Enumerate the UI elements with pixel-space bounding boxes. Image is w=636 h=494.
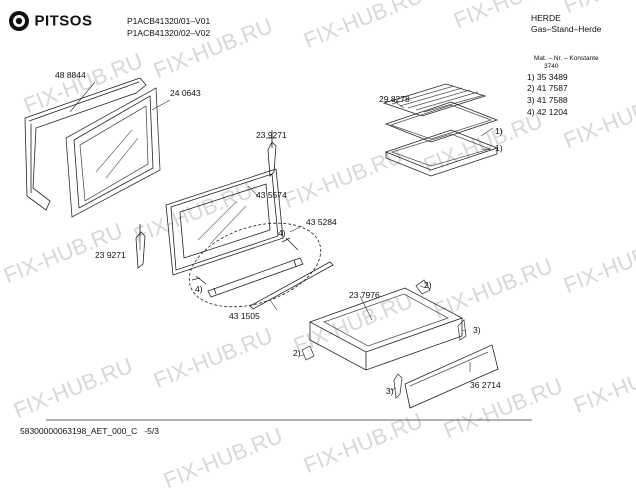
drawer-front-drawing xyxy=(393,344,499,409)
model-line-2: P1ACB41320/02–V02 xyxy=(127,28,211,38)
callout-3-a: 3) xyxy=(473,325,481,335)
callout-4-b: 4) xyxy=(195,284,203,294)
footer-doc-id: 58300000063198_AET_000_C -5/3 xyxy=(20,426,159,436)
model-line-1: P1ACB41320/01–V01 xyxy=(127,16,211,26)
subcategory: Gas–Stand–Herde xyxy=(531,24,602,34)
part-label-239271-left: 23 9271 xyxy=(95,250,126,260)
footer-doc-number: 58300000063198_AET_000_C xyxy=(20,426,138,436)
callout-1-b: 1) xyxy=(495,143,503,153)
part-label-298278: 29 8278 xyxy=(379,94,410,104)
exploded-diagram xyxy=(24,77,532,421)
part-label-239271-top: 23 9271 xyxy=(256,130,287,140)
pitsos-logo-icon xyxy=(9,11,29,31)
legend-item-3: 3) 41 7588 xyxy=(527,95,568,105)
leader-lines xyxy=(69,81,494,391)
part-label-435284: 43 5284 xyxy=(306,217,337,227)
hinge-left-drawing xyxy=(135,224,146,269)
handle-group-drawing xyxy=(188,222,322,308)
callout-2-b: 2) xyxy=(293,348,301,358)
callout-1-a: 1) xyxy=(495,126,503,136)
legend-code: 3740 xyxy=(544,63,559,70)
handle-rod-drawing xyxy=(249,261,334,310)
legend-title: Mat. – Nr. – Konstante xyxy=(534,55,599,62)
drawer-drawing xyxy=(301,279,467,371)
part-label-240643: 24 0643 xyxy=(170,88,201,98)
legend-item-2: 2) 41 7587 xyxy=(527,83,568,93)
door-seal-drawing xyxy=(24,77,147,211)
category: HERDE xyxy=(531,13,561,23)
part-label-488844: 48 8844 xyxy=(55,70,86,80)
part-label-431505: 43 1505 xyxy=(229,311,260,321)
legend-item-4: 4) 42 1204 xyxy=(527,107,568,117)
callout-2-a: 2) xyxy=(424,280,432,290)
legend-item-1: 1) 35 3489 xyxy=(527,72,568,82)
brand-logo: PITSOS xyxy=(8,10,92,32)
part-label-237976: 23 7976 xyxy=(349,290,380,300)
inner-door-drawing xyxy=(65,87,161,218)
oven-rack-drawing xyxy=(382,83,499,177)
callout-3-b: 3) xyxy=(386,386,394,396)
outer-door-drawing xyxy=(165,168,284,276)
brand-name: PITSOS xyxy=(34,12,93,30)
part-label-362714: 36 2714 xyxy=(470,380,501,390)
footer-page: -5/3 xyxy=(144,426,159,436)
callout-4-a: 4) xyxy=(278,228,286,238)
part-label-435574: 43 5574 xyxy=(256,190,287,200)
